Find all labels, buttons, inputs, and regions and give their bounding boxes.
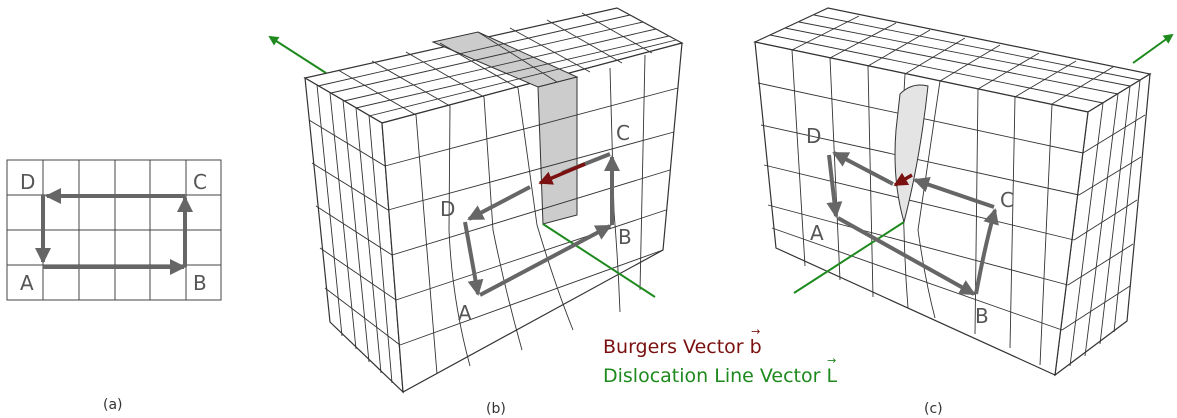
panel-a-point-b: B: [193, 271, 207, 295]
panel-a-point-d: D: [20, 170, 35, 194]
panel-c-point-b: B: [975, 304, 989, 328]
legend-burgers-vector: Burgers Vector b: [603, 325, 762, 358]
panel-c-point-d: D: [806, 124, 821, 148]
panel-b-burgers-vector-arrow: [538, 162, 586, 185]
panel-c-burgers-circuit: [826, 151, 999, 296]
panel-a: D C A B (a): [6, 159, 222, 413]
panel-c-point-a: A: [810, 221, 824, 245]
panel-c-lattice: [757, 14, 1146, 367]
panel-b-shaded-plane: [537, 76, 578, 225]
panel-c: D C A B (c): [753, 7, 1174, 417]
panel-c-point-c: C: [1000, 188, 1014, 212]
circuit-b-to-c-arrow: [974, 208, 999, 295]
panel-c-line-vector-arrow: [1132, 33, 1174, 64]
panel-a-burgers-circuit: [35, 188, 193, 275]
panel-a-point-c: C: [193, 170, 207, 194]
panel-a-caption: (a): [103, 397, 123, 413]
legend-line-text: Dislocation Line Vector: [603, 365, 821, 387]
circuit-mid-to-d-arrow: [467, 185, 531, 221]
circuit-d-to-a-arrow: [463, 221, 484, 296]
panel-b-dislocation-line: [542, 223, 656, 298]
legend-line-symbol: L: [826, 354, 837, 387]
panel-b: D C A B (b): [268, 7, 684, 417]
legend-burgers-text: Burgers Vector: [603, 336, 744, 358]
panel-a-point-a: A: [20, 271, 34, 295]
panel-c-burgers-vector-arrow: [893, 172, 913, 187]
panel-b-point-a: A: [458, 301, 472, 325]
legend-burgers-symbol: b: [750, 325, 762, 358]
panel-c-opening: [894, 84, 929, 224]
panel-a-grid: [6, 159, 222, 301]
circuit-a-to-b-arrow: [837, 216, 976, 296]
panel-c-dislocation-line: [793, 221, 905, 294]
legend-dislocation-line-vector: Dislocation Line Vector L: [603, 354, 837, 387]
circuit-d-to-a-arrow: [826, 154, 843, 218]
panel-b-line-vector-arrow: [268, 35, 327, 74]
panel-c-caption: (c): [924, 401, 943, 417]
panel-b-point-d: D: [440, 197, 455, 221]
panel-b-point-b: B: [618, 225, 632, 249]
circuit-a-to-b-arrow: [479, 224, 612, 297]
panel-b-lattice: [308, 12, 679, 384]
panel-b-point-c: C: [616, 121, 630, 145]
panel-b-burgers-circuit: [463, 152, 620, 297]
circuit-c-to-mid-arrow: [913, 176, 995, 209]
panel-b-caption: (b): [486, 401, 506, 417]
circuit-mid-to-d-arrow: [832, 151, 894, 186]
